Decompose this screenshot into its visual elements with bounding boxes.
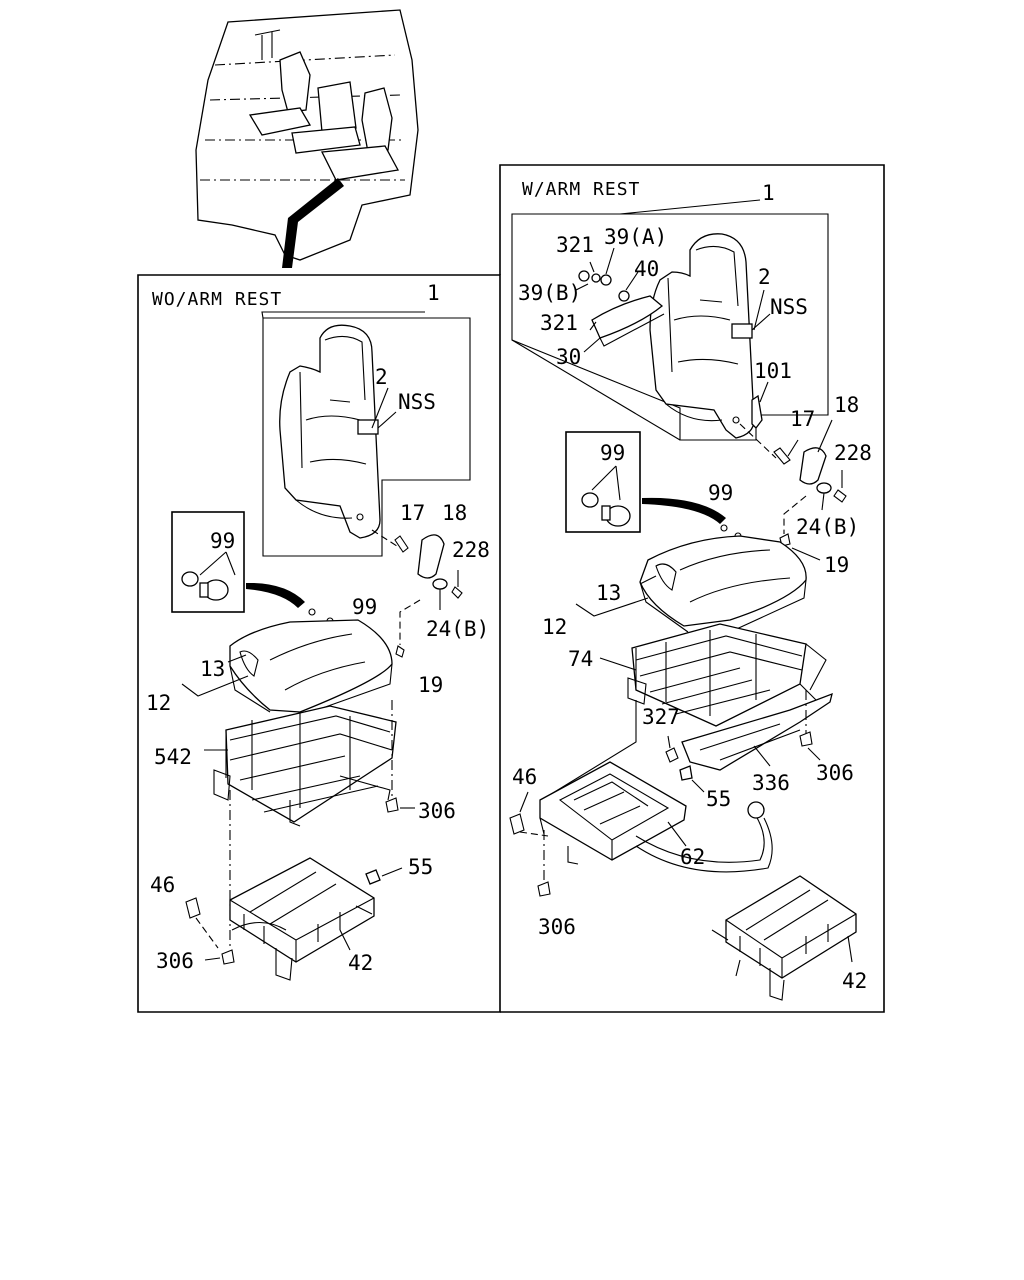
armrest-icon bbox=[591, 295, 665, 347]
callout-39a: 39(A) bbox=[604, 225, 667, 249]
callout-321-a: 321 bbox=[556, 233, 594, 257]
callout-55-r: 55 bbox=[706, 787, 731, 811]
callout-306-b: 306 bbox=[156, 949, 194, 973]
seat-base-icon bbox=[539, 761, 687, 865]
callout-99-box: 99 bbox=[210, 529, 235, 553]
callout-2-r: 2 bbox=[758, 265, 771, 289]
seat-frame-icon bbox=[213, 705, 397, 827]
callout-99-r: 99 bbox=[708, 481, 733, 505]
w-armrest-assembly: 1 30 321 321 39(A) 40 39(B) 2 NSS bbox=[509, 181, 872, 1001]
callout-55: 55 bbox=[408, 855, 433, 879]
callout-30: 30 bbox=[556, 345, 581, 369]
callout-542: 542 bbox=[154, 745, 192, 769]
callout-18: 18 bbox=[442, 501, 467, 525]
callout-39b: 39(B) bbox=[518, 281, 581, 305]
clip-icon bbox=[181, 551, 236, 601]
callout-1-r: 1 bbox=[762, 181, 775, 205]
seat-cushion-icon bbox=[639, 535, 807, 633]
callout-24b-r: 24(B) bbox=[796, 515, 859, 539]
w-armrest-frame bbox=[499, 164, 885, 1013]
seat-base-icon bbox=[711, 875, 857, 1001]
wo-armrest-title: WO/ARM REST bbox=[152, 289, 282, 310]
callout-46-r: 46 bbox=[512, 765, 537, 789]
callout-306-a-r: 306 bbox=[816, 761, 854, 785]
seat-back-icon bbox=[649, 233, 755, 439]
w-armrest-title: W/ARM REST bbox=[522, 179, 640, 200]
seat-base-icon bbox=[229, 857, 375, 981]
seat-cushion-icon bbox=[229, 619, 393, 717]
callout-46: 46 bbox=[150, 873, 175, 897]
callout-99: 99 bbox=[352, 595, 377, 619]
callout-18-r: 18 bbox=[834, 393, 859, 417]
callout-42: 42 bbox=[348, 951, 373, 975]
callout-13-r: 13 bbox=[596, 581, 621, 605]
callout-336: 336 bbox=[752, 771, 790, 795]
callout-42-r: 42 bbox=[842, 969, 867, 993]
callout-12: 12 bbox=[146, 691, 171, 715]
wo-armrest-assembly: 2 NSS 1 17 18 228 24(B) 19 99 99 bbox=[146, 281, 490, 981]
cab-interior-icon bbox=[195, 9, 419, 268]
callout-13: 13 bbox=[200, 657, 225, 681]
seat-frame-icon bbox=[627, 623, 827, 727]
callout-228-r: 228 bbox=[834, 441, 872, 465]
callout-nss-r: NSS bbox=[770, 295, 808, 319]
callout-228: 228 bbox=[452, 538, 490, 562]
callout-101: 101 bbox=[754, 359, 792, 383]
callout-1: 1 bbox=[427, 281, 440, 305]
callout-19-r: 19 bbox=[824, 553, 849, 577]
seat-back-icon bbox=[279, 324, 381, 539]
callout-321-b: 321 bbox=[540, 311, 578, 335]
clip-icon bbox=[581, 465, 631, 527]
callout-nss: NSS bbox=[398, 390, 436, 414]
callout-19: 19 bbox=[418, 673, 443, 697]
callout-74: 74 bbox=[568, 647, 593, 671]
callout-24b: 24(B) bbox=[426, 617, 489, 641]
callout-2: 2 bbox=[375, 365, 388, 389]
callout-306-a: 306 bbox=[418, 799, 456, 823]
callout-12-r: 12 bbox=[542, 615, 567, 639]
callout-306-b-r: 306 bbox=[538, 915, 576, 939]
callout-327: 327 bbox=[642, 705, 680, 729]
callout-40: 40 bbox=[634, 257, 659, 281]
callout-99-box-r: 99 bbox=[600, 441, 625, 465]
callout-17: 17 bbox=[400, 501, 425, 525]
callout-17-r: 17 bbox=[790, 407, 815, 431]
